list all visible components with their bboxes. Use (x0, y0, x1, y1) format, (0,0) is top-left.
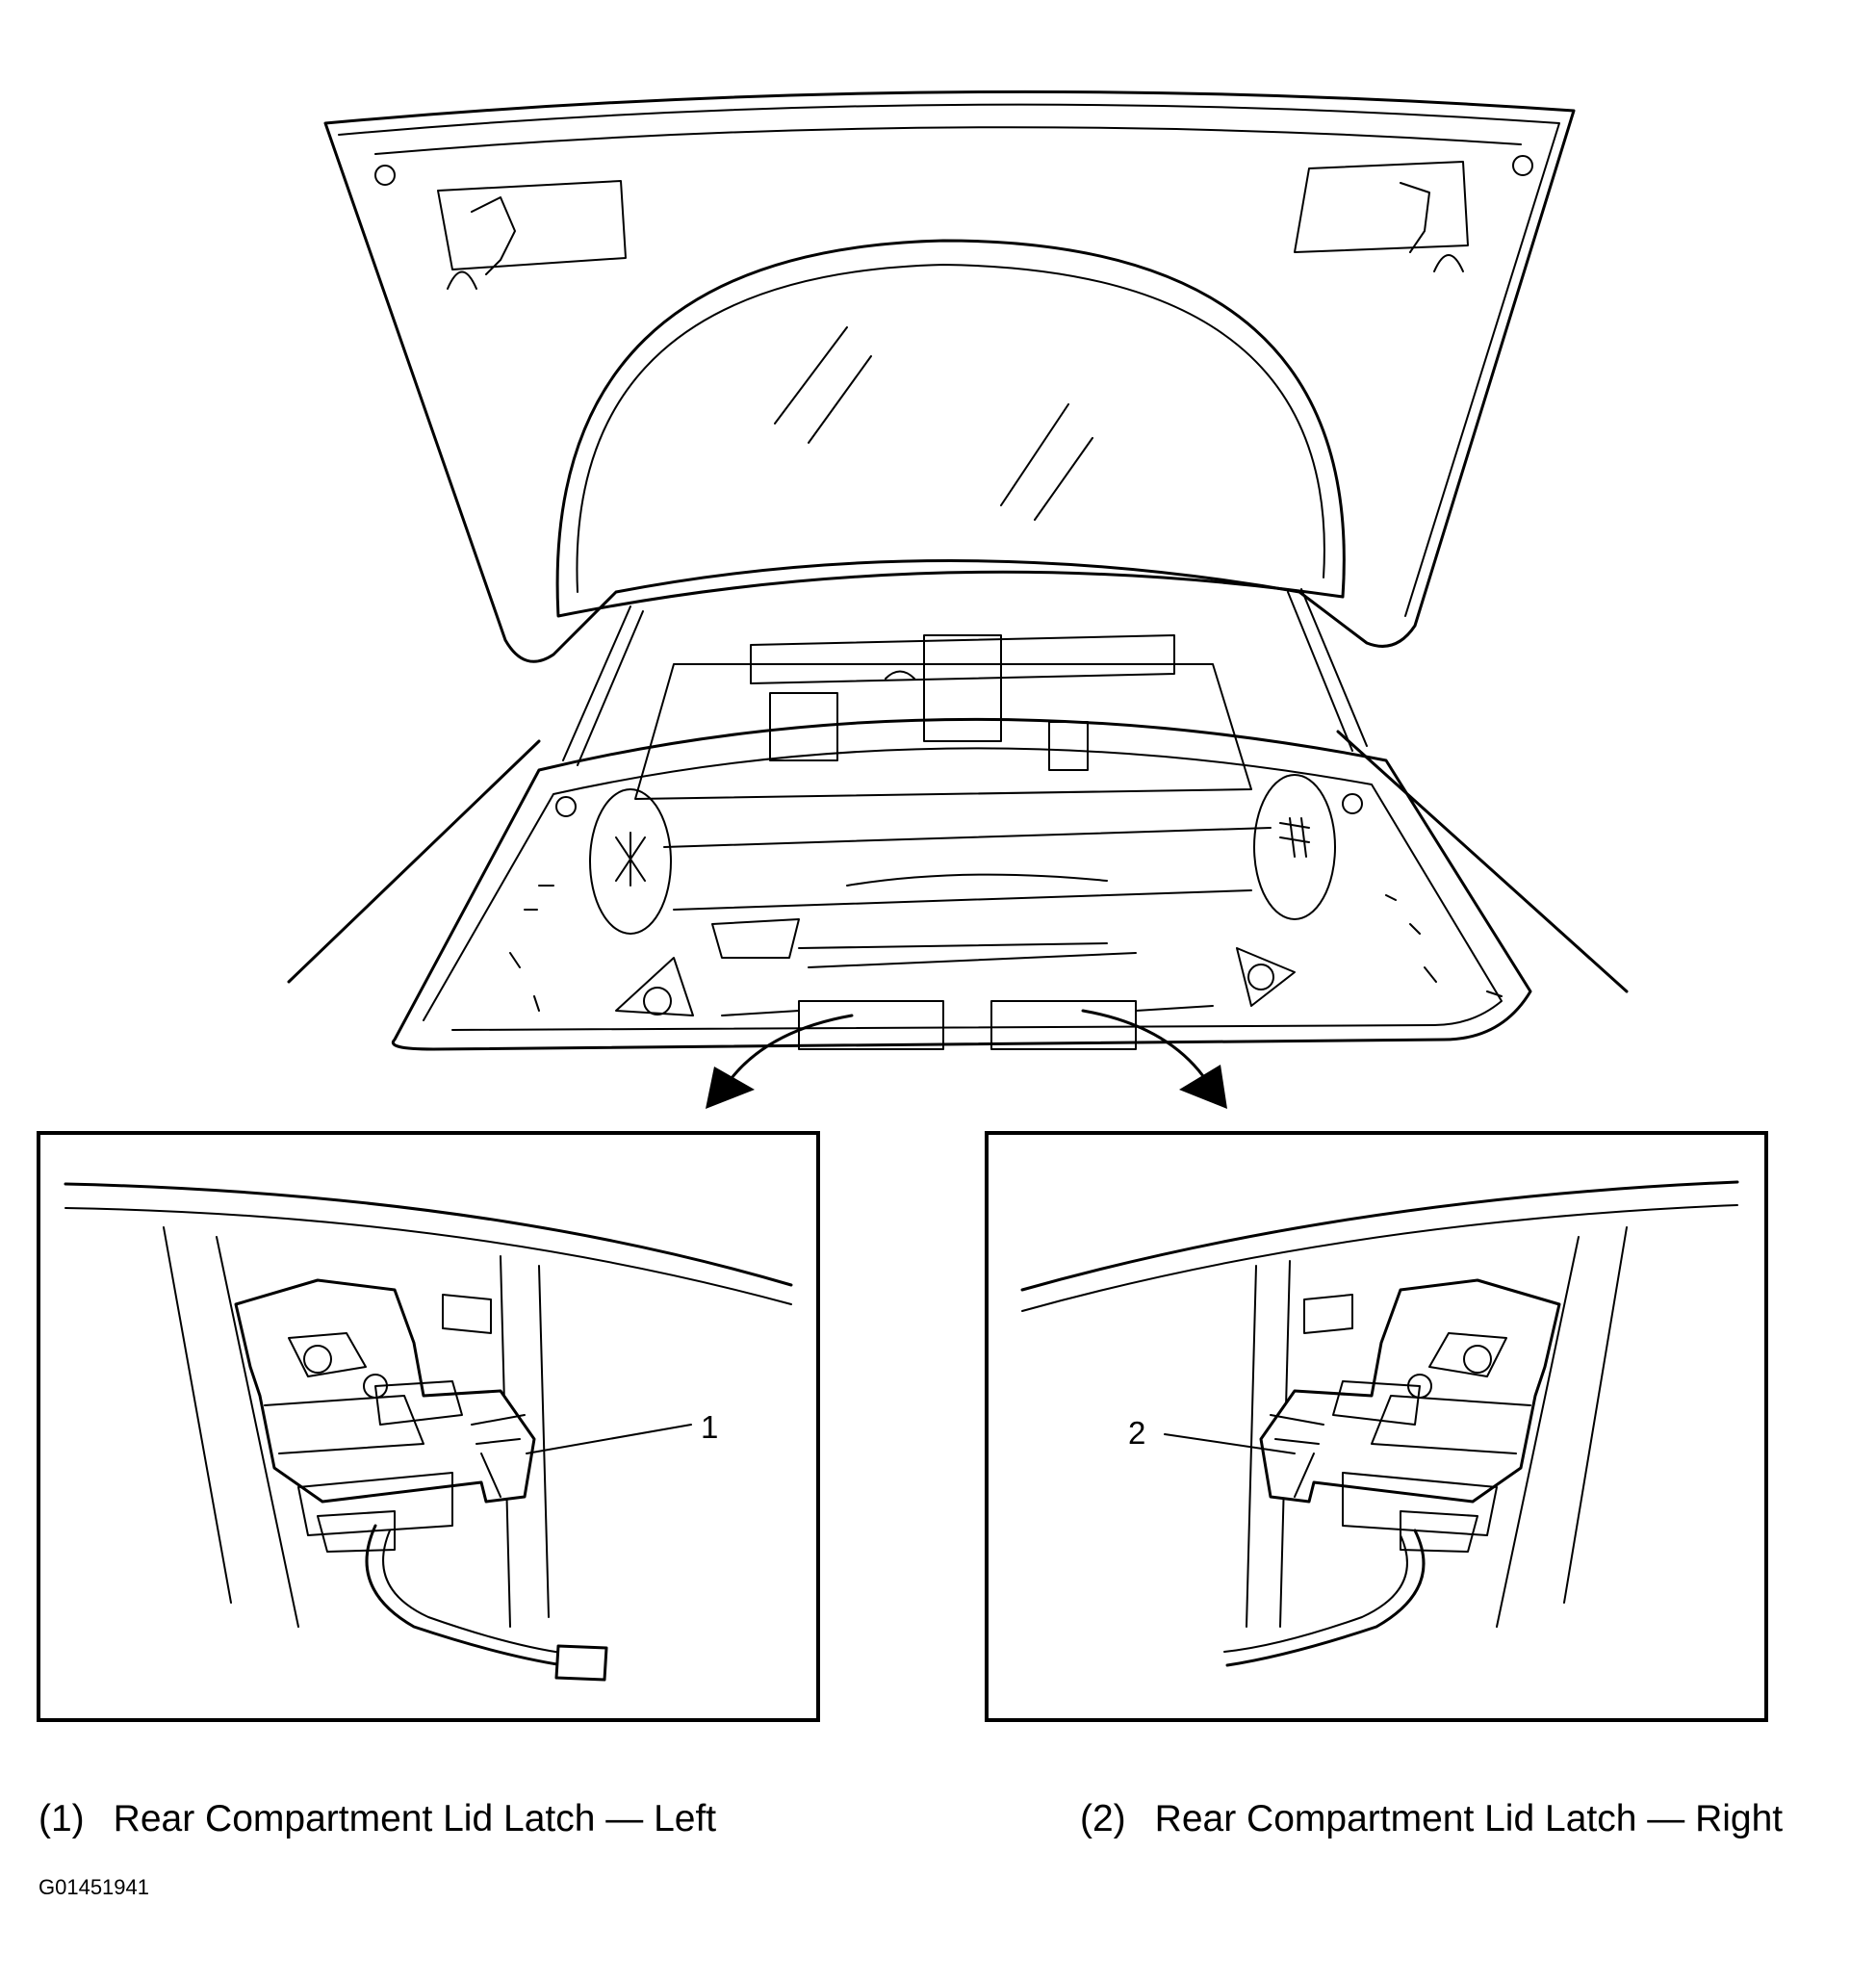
legend-item-left-latch: (1) Rear Compartment Lid Latch — Left (39, 1800, 716, 1838)
legend-number: (1) (39, 1798, 85, 1839)
legend-item-right-latch: (2) Rear Compartment Lid Latch — Right (1080, 1800, 1783, 1838)
right-latch-detail: 2 (985, 1131, 1768, 1722)
legend-number: (2) (1080, 1798, 1126, 1839)
detail-arrows (706, 1009, 1227, 1109)
left-latch-detail: 1 (37, 1131, 820, 1722)
callout-2-number: 2 (1128, 1415, 1145, 1451)
legend-text: Rear Compartment Lid Latch — Right (1154, 1798, 1784, 1839)
callout-1-number: 1 (701, 1409, 718, 1445)
figure-id: G01451941 (39, 1875, 149, 1899)
rear-compartment-overview (287, 90, 1629, 1051)
legend-text: Rear Compartment Lid Latch — Left (113, 1798, 717, 1839)
